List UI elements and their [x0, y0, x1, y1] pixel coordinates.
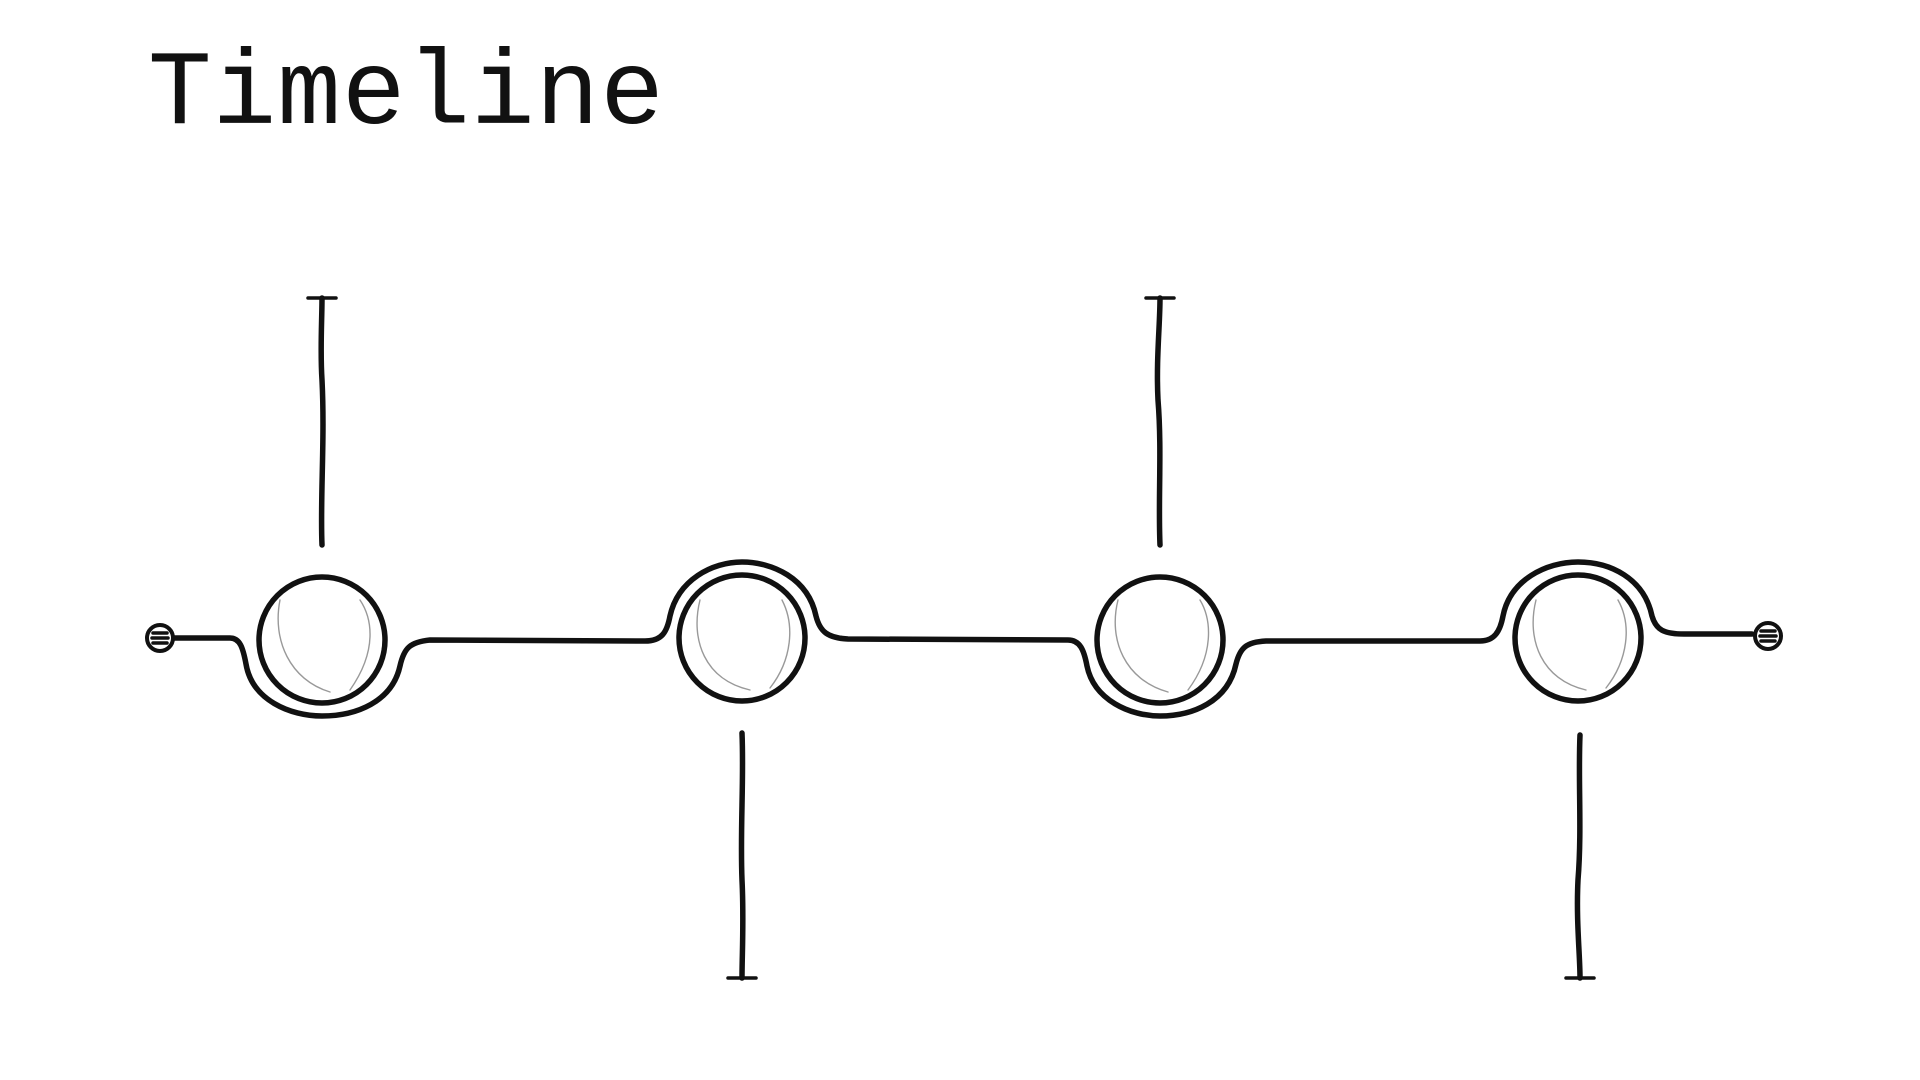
milestone-2 — [676, 572, 808, 981]
milestone-3-circle — [1094, 574, 1226, 706]
milestone-1 — [256, 295, 388, 706]
milestone-3 — [1094, 295, 1226, 706]
milestone-4 — [1512, 572, 1644, 981]
milestone-2-stem — [738, 730, 746, 981]
milestone-4-circle — [1512, 572, 1644, 704]
milestone-1-circle — [256, 574, 388, 706]
milestone-3-stem — [1154, 295, 1163, 548]
timeline-line — [169, 559, 1755, 719]
start-endpoint-icon — [145, 623, 175, 653]
end-endpoint-icon — [1753, 621, 1783, 651]
page-title: Timeline — [148, 35, 665, 155]
milestone-4-stem — [1574, 732, 1583, 981]
milestone-2-circle — [676, 572, 808, 704]
milestone-1-stem — [318, 295, 326, 548]
